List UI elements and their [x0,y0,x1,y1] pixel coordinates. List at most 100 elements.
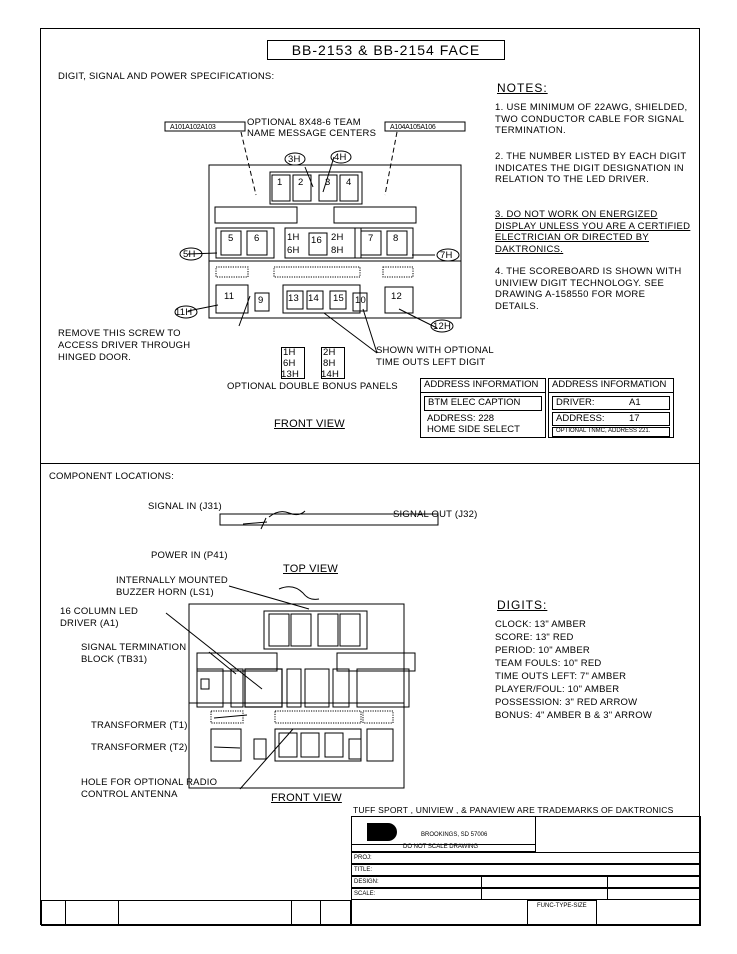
section-heading-specs: DIGIT, SIGNAL AND POWER SPECIFICATIONS: [58,71,275,82]
digits-clock: CLOCK: 13" AMBER [495,619,587,630]
driver-line2: DRIVER (A1) [60,618,119,629]
digit-id-1h: 1H [287,232,300,243]
bonus-6h: 6H [283,358,296,369]
digit-11: 11 [224,291,235,302]
digit-15: 15 [333,293,344,304]
proj-field: PROJ: [354,855,372,861]
bonus-8h: 8H [323,358,336,369]
trademark-note: TUFF SPORT , UNIVIEW , & PANAVIEW ARE TR… [353,805,674,815]
digit-14: 14 [308,293,319,304]
func-type-size: FUNC-TYPE-SIZE [537,903,587,909]
revision-block [41,900,351,926]
transformer-t1-label: TRANSFORMER (T1) [91,720,188,731]
digit-id-7h: 7H [440,250,453,261]
do-not-scale-cell [351,844,536,852]
digits-period: PERIOD: 10" AMBER [495,645,590,656]
address-left-header: ADDRESS INFORMATION [420,378,546,393]
digit-id-11h: 11H [175,307,193,318]
func-cell [527,900,597,926]
digit-3: 3 [325,177,331,188]
bonus-14h: 14H [321,369,340,380]
note-1: 1. USE MINIMUM OF 22AWG, SHIELDED, TWO C… [495,102,688,136]
digit-4: 4 [346,177,352,188]
digit-7: 7 [368,233,374,244]
note-3: 3. DO NOT WORK ON ENERGIZED DISPLAY UNLE… [495,209,691,255]
digits-bonus: BONUS: 4" AMBER B & 3" ARROW [495,710,652,721]
digit-12: 12 [391,291,402,302]
digit-9: 9 [258,295,264,306]
front-view-label-2: FRONT VIEW [271,792,342,804]
digit-16: 16 [311,235,322,246]
remove-screw-line1: REMOVE THIS SCREW TO [58,328,181,339]
drawing-sheet: BB-2153 & BB-2154 FACE DIGIT, SIGNAL AND… [40,28,701,926]
name-centers-label: NAME MESSAGE CENTERS [247,128,377,139]
driver-line1: 16 COLUMN LED [60,606,139,617]
digits-team-fouls: TEAM FOULS: 10" RED [495,658,602,669]
notes-heading: NOTES: [497,81,548,95]
address-right-address: ADDRESS:17 [552,412,670,426]
scoreboard-outline [208,164,462,319]
section-divider [41,463,699,464]
revision-cell [65,900,119,926]
digit-id-3h: 3H [288,154,301,165]
digits-possession: POSSESSION: 3" RED ARROW [495,697,638,708]
digit-10: 10 [355,295,366,306]
digit-id-6h: 6H [287,245,300,256]
top-view-label: TOP VIEW [283,563,338,575]
double-bonus-label: OPTIONAL DOUBLE BONUS PANELS [227,381,398,392]
digit-1: 1 [277,177,283,188]
do-not-scale: DO NOT SCALE DRAWING [403,844,479,850]
digit-2: 2 [298,177,304,188]
digits-score: SCORE: 13" RED [495,632,574,643]
digit-id-2h: 2H [331,232,344,243]
digits-heading: DIGITS: [497,598,548,612]
bonus-1h: 1H [283,347,296,358]
termination-line1: SIGNAL TERMINATION [81,642,187,653]
digit-6: 6 [254,233,260,244]
section-heading-components: COMPONENT LOCATIONS: [49,471,175,482]
transformer-t2-label: TRANSFORMER (T2) [91,742,188,753]
note-4: 4. THE SCOREBOARD IS SHOWN WITH UNIVIEW … [495,266,682,312]
bonus-panel-left [281,347,305,379]
digit-id-4h: 4H [334,152,347,163]
design-field: DESIGN: [354,879,379,885]
title-row [351,864,701,876]
front-view-label-1: FRONT VIEW [274,418,345,430]
digit-id-5h: 5H [183,249,196,260]
address-right-driver: DRIVER:A1 [552,396,670,410]
shown-with-line1: SHOWN WITH OPTIONAL [376,345,494,356]
remove-screw-line3: HINGED DOOR. [58,352,132,363]
digits-time-outs: TIME OUTS LEFT: 7" AMBER [495,671,627,682]
hole-line2: CONTROL ANTENNA [81,789,178,800]
digit-13: 13 [288,293,299,304]
note-2: 2. THE NUMBER LISTED BY EACH DIGIT INDIC… [495,151,687,185]
remove-screw-line2: ACCESS DRIVER THROUGH [58,340,191,351]
buzzer-line2: BUZZER HORN (LS1) [116,587,214,598]
message-center-right: A104A105A106 [390,124,436,131]
proj-row [351,852,701,864]
signal-in-label: SIGNAL IN (J31) [148,501,222,512]
digit-id-8h: 8H [331,245,344,256]
power-in-label: POWER IN (P41) [151,550,228,561]
address-table-right: ADDRESS INFORMATION DRIVER:A1 ADDRESS:17… [548,378,674,438]
digit-8: 8 [393,233,399,244]
bonus-panel-right [321,347,345,379]
daktronics-logo [367,823,397,841]
termination-line2: BLOCK (TB31) [81,654,148,665]
hole-line1: HOLE FOR OPTIONAL RADIO [81,777,218,788]
digits-player-foul: PLAYER/FOUL: 10" AMBER [495,684,620,695]
title-field: TITLE: [354,867,373,873]
digit-id-12h: 12H [433,321,452,332]
title-block-city: BROOKINGS, SD 57006 [421,832,488,838]
bonus-2h: 2H [323,347,336,358]
drawing-title: BB-2153 & BB-2154 FACE [267,40,505,60]
address-right-optional: OPTIONAL TNMC, ADDRESS 221. [552,427,670,437]
address-right-header: ADDRESS INFORMATION [548,378,674,393]
buzzer-line1: INTERNALLY MOUNTED [116,575,228,586]
signal-out-label: SIGNAL OUT (J32) [393,509,478,520]
bonus-13h: 13H [281,369,300,380]
address-left-row1: BTM ELEC CAPTION [424,396,542,411]
scale-field: SCALE: [354,891,376,897]
message-center-left: A101A102A103 [170,124,216,131]
